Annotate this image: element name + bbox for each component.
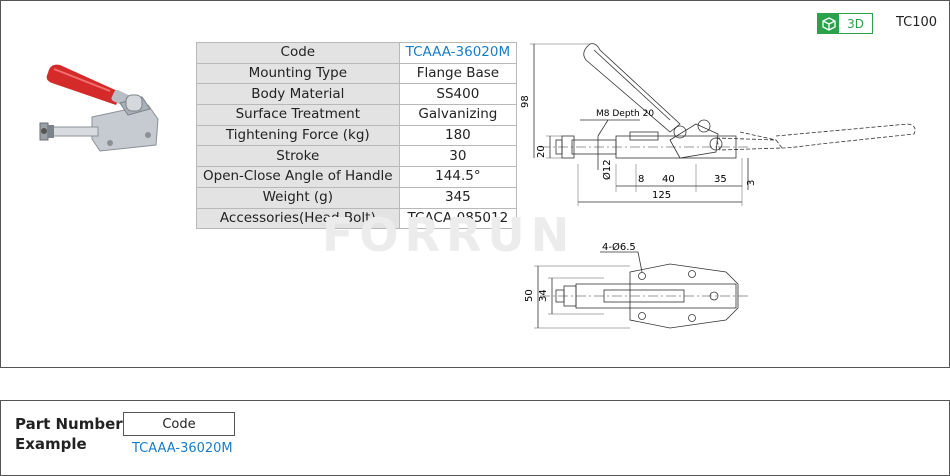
dim-thread: M8 Depth 20	[596, 109, 654, 119]
dim-50: 50	[524, 289, 535, 302]
cube-icon	[818, 14, 839, 33]
spec-key: Mounting Type	[196, 62, 400, 85]
spec-value: Flange Base	[398, 62, 518, 85]
series-code: TC100	[896, 15, 938, 30]
dim-holes: 4-Ø6.5	[602, 241, 636, 253]
spec-value: TCACA-085012	[398, 207, 518, 230]
dim-diameter: Ø12	[601, 159, 613, 180]
dim-35: 35	[714, 174, 727, 185]
spec-key: Tightening Force (kg)	[196, 124, 400, 147]
spec-value: Galvanizing	[398, 104, 518, 126]
product-photo	[30, 55, 170, 165]
spec-value: 30	[398, 145, 518, 168]
spec-row: Tightening Force (kg)180	[196, 124, 518, 147]
part-number-code-value: TCAAA-36020M	[132, 441, 233, 456]
dim-34: 34	[538, 289, 549, 302]
spec-key: Accessories(Head Bolt)	[196, 207, 400, 230]
dim-left-height: 20	[536, 145, 547, 158]
part-number-text: Part Number Example	[15, 415, 123, 453]
code-header-text: Code	[162, 416, 196, 432]
spec-row: Accessories(Head Bolt)TCACA-085012	[196, 207, 518, 230]
3d-view-button[interactable]: 3D	[817, 13, 873, 34]
watermark-logo: FORRUN	[322, 208, 576, 262]
spec-value: 144.5°	[398, 166, 518, 188]
dim-height: 98	[520, 95, 531, 108]
spec-value: TCAAA-36020M	[398, 42, 518, 64]
part-number-label: Part Number Example	[15, 414, 125, 454]
dim-125: 125	[652, 190, 671, 201]
3d-label: 3D	[847, 16, 864, 31]
dim-3: 3	[746, 180, 757, 186]
spec-key: Open-Close Angle of Handle	[196, 166, 400, 188]
spec-key: Code	[196, 42, 400, 64]
part-number-code-header: Code	[123, 412, 235, 436]
dim-8: 8	[638, 174, 644, 185]
spec-key: Stroke	[196, 145, 400, 168]
technical-drawing: 98 M8 Depth 20 20 Ø12 8 40 35 3 125 4-Ø6…	[520, 43, 916, 329]
spec-key: Weight (g)	[196, 186, 400, 209]
spec-value: SS400	[398, 83, 518, 106]
spec-value: 345	[398, 186, 518, 209]
dim-40: 40	[662, 174, 675, 185]
spec-key: Body Material	[196, 83, 400, 106]
spec-row: Weight (g)345	[196, 186, 518, 209]
spec-value: 180	[398, 124, 518, 147]
spec-key: Surface Treatment	[196, 104, 400, 126]
